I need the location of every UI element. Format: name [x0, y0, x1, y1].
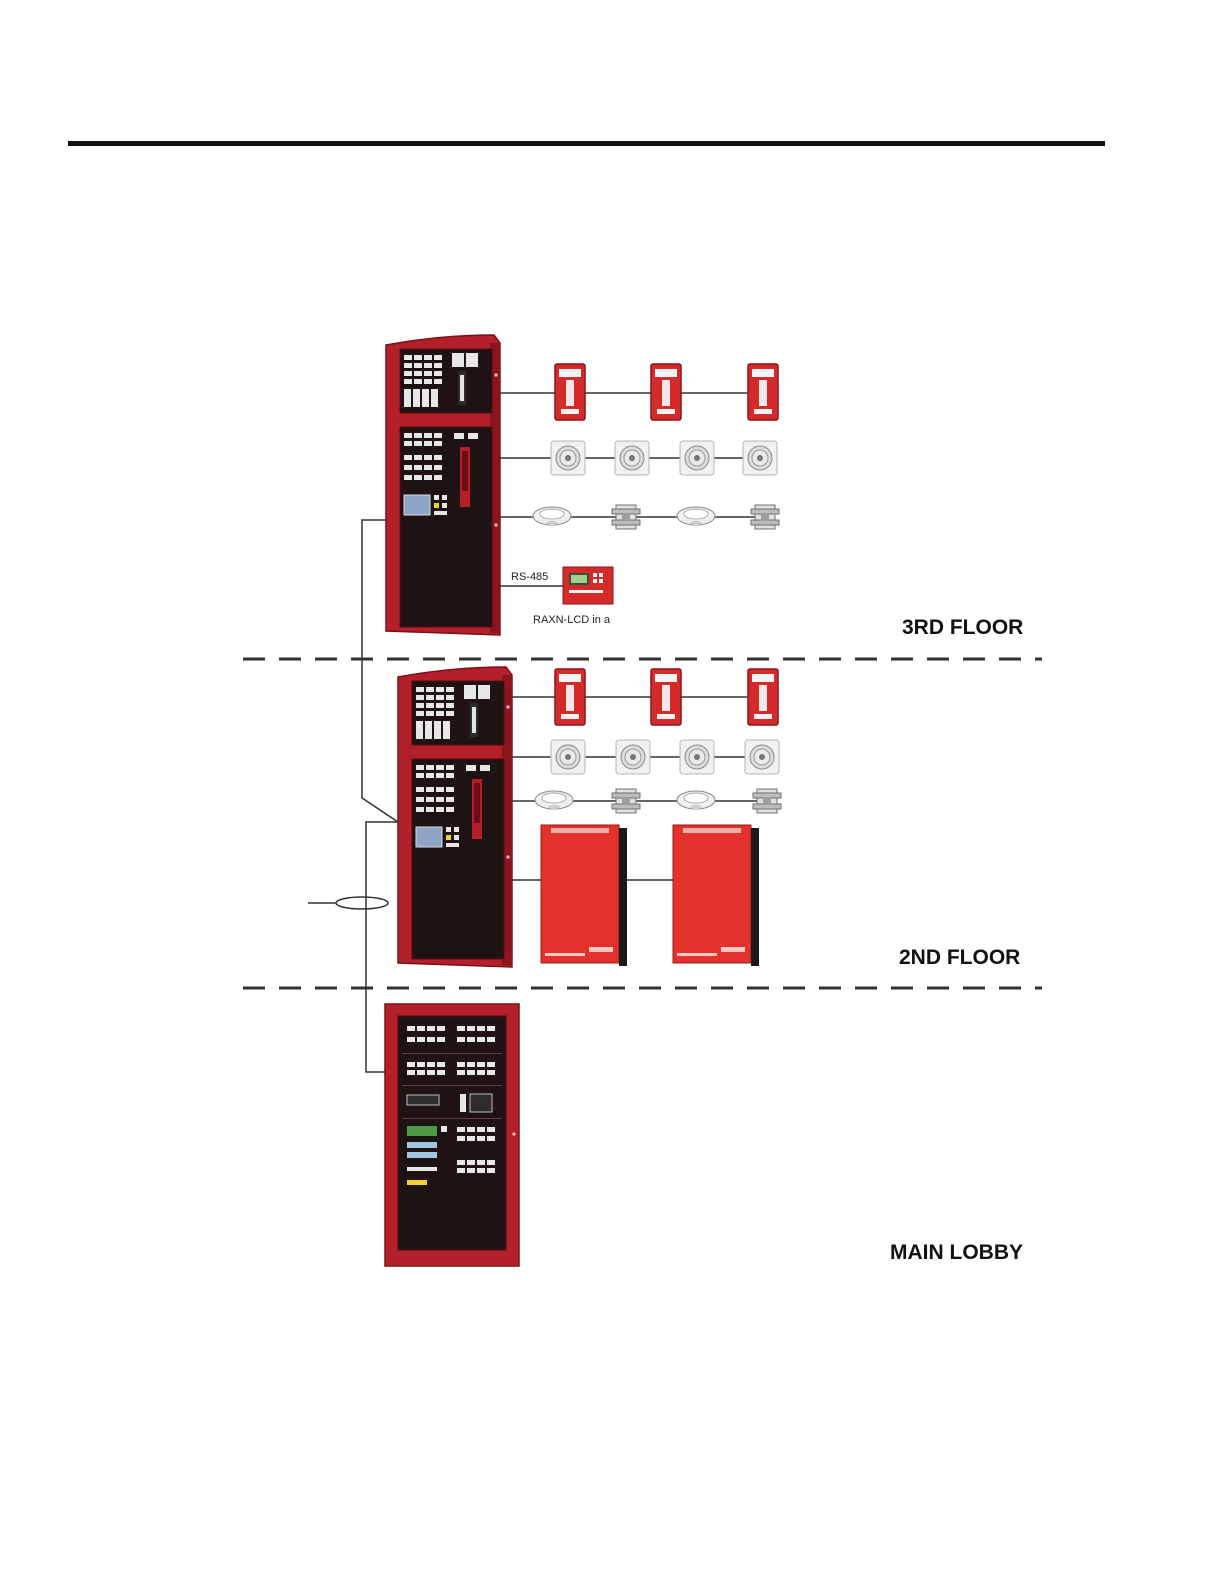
speaker-strobe-icon: [615, 441, 649, 475]
fire-alarm-cabinet-icon: [398, 667, 512, 967]
annunciator-label: RAXN-LCD in a: [533, 614, 611, 626]
smoke-detector-icon: [535, 791, 573, 809]
fire-alarm-cabinet-icon: [385, 1004, 519, 1266]
floor-label-3rd: 3RD FLOOR: [902, 616, 1023, 639]
rs485-label: RS-485: [511, 571, 548, 583]
smoke-detector-icon: [677, 507, 715, 525]
speaker-strobe-icon: [551, 441, 585, 475]
annunciator-icon: [563, 567, 613, 604]
smoke-detector-icon: [533, 507, 571, 525]
control-module-icon: [751, 505, 779, 529]
floor-label-main-lobby: MAIN LOBBY: [890, 1241, 1023, 1264]
speaker-strobe-icon: [745, 740, 779, 774]
floor-label-2nd: 2ND FLOOR: [899, 946, 1020, 969]
speaker-strobe-icon: [616, 740, 650, 774]
power-supply-icon: [673, 825, 759, 966]
speaker-strobe-icon: [680, 740, 714, 774]
control-module-icon: [612, 505, 640, 529]
pull-station-icon: [748, 364, 778, 420]
pull-station-icon: [555, 669, 585, 725]
pull-station-icon: [651, 364, 681, 420]
speaker-strobe-icon: [680, 441, 714, 475]
pull-station-icon: [651, 669, 681, 725]
pull-station-icon: [748, 669, 778, 725]
speaker-strobe-icon: [743, 441, 777, 475]
smoke-detector-icon: [677, 791, 715, 809]
speaker-strobe-icon: [551, 740, 585, 774]
fire-alarm-cabinet-icon: [386, 335, 500, 635]
pull-station-icon: [555, 364, 585, 420]
control-module-icon: [612, 789, 640, 813]
control-module-icon: [753, 789, 781, 813]
header-rule: [68, 141, 1105, 146]
power-supply-icon: [541, 825, 627, 966]
